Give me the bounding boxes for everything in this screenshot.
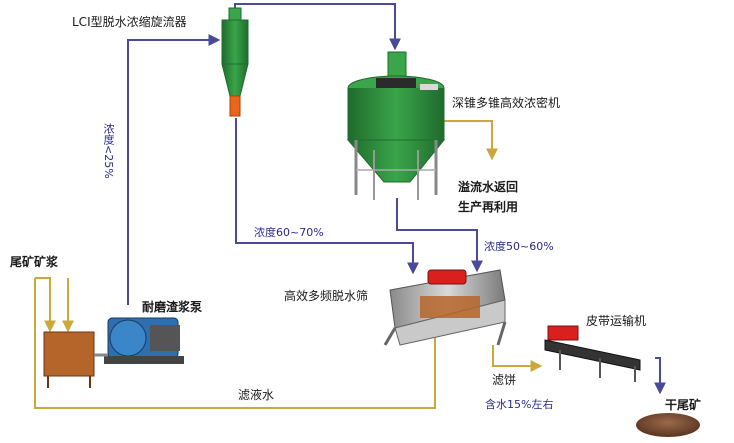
cake-line [493,345,540,366]
screen-label: 高效多频脱水筛 [284,289,368,303]
overflow-label-1: 溢流水返回 [458,180,518,194]
cyclone-graphic [222,8,248,116]
pump-graphic [104,318,184,364]
tailings-slurry-label: 尾矿矿浆 [10,255,58,269]
slurry-input-line-2 [35,278,50,330]
dry-tailings-pile [636,413,700,437]
concentration-low-label: 浓度<25% [101,123,115,179]
screen-graphic [385,270,505,345]
conveyor-graphic [545,326,640,382]
filtrate-label: 滤液水 [238,388,274,402]
overflow-label-2: 生产再利用 [458,200,518,214]
moisture-label: 含水15%左右 [485,398,553,412]
cyclone-label: LCI型脱水浓缩旋流器 [72,15,187,29]
thickener-label: 深锥多锥高效浓密机 [452,96,560,110]
concentration-mid-label: 浓度60~70% [254,226,324,240]
dry-tailings-label: 干尾矿 [665,398,701,412]
filter-cake-label: 滤饼 [492,373,516,387]
slurry-input-line-1 [35,278,435,408]
cyclone-to-thickener-line [235,4,395,48]
conveyor-label: 皮带运输机 [586,314,646,328]
tank-graphic [44,332,108,388]
pump-to-cyclone-line [128,40,218,305]
dry-tailings-line [655,358,660,392]
pump-label: 耐磨渣浆泵 [142,300,202,314]
thickener-graphic [348,52,444,200]
concentration-high-label: 浓度50~60% [484,240,554,254]
